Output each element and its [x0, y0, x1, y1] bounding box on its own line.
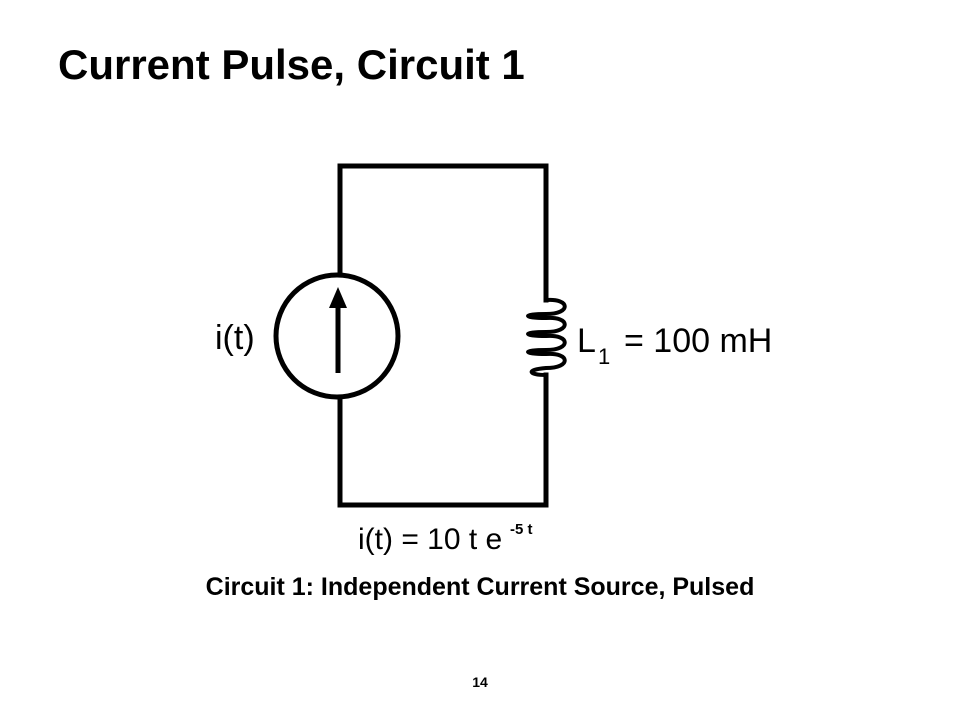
- source-equation: i(t) = 10 t e -5 t: [358, 521, 533, 556]
- current-source-circle: [273, 272, 401, 400]
- inductor-label-main: L: [577, 322, 596, 360]
- inductor-label-value: = 100 mH: [624, 322, 772, 360]
- wire-left-bottom: [337, 372, 549, 508]
- page-number: 14: [472, 674, 488, 690]
- inductor-label-subscript: 1: [598, 344, 610, 369]
- inductor-label: L 1 = 100 mH: [577, 322, 772, 369]
- equation-exponent: -5 t: [510, 521, 533, 538]
- slide-title: Current Pulse, Circuit 1: [58, 41, 525, 88]
- slide-caption: Circuit 1: Independent Current Source, P…: [205, 573, 755, 601]
- equation-main: i(t) = 10 t e: [358, 523, 502, 556]
- wire-left-top: [337, 163, 549, 303]
- inductor-coil: [526, 297, 567, 377]
- source-label: i(t): [215, 319, 255, 357]
- current-source-arrow-head: [329, 287, 347, 308]
